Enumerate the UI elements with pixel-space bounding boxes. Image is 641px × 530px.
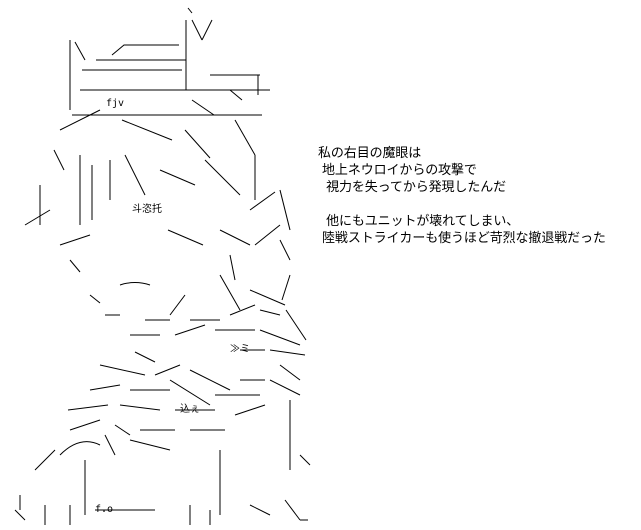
caption-line-5: 他にもユニットが壊れてしまい、 <box>318 214 520 229</box>
art-text-komi: 込ぇ <box>180 403 200 415</box>
ascii-art-figure: fjv 斗恣托 f.o 込ぇ ≫ミ <box>0 0 315 530</box>
caption-line-2: 地上ネウロイからの攻撃で <box>318 163 477 178</box>
art-text-fjv: fjv <box>106 98 124 109</box>
caption-spacer <box>318 196 640 213</box>
ascii-art-svg: fjv 斗恣托 f.o 込ぇ ≫ミ <box>14 7 311 525</box>
art-text-mark: ≫ミ <box>230 344 250 355</box>
caption-line-6: 陸戦ストライカーも使うほど苛烈な撤退戦だった <box>318 231 606 246</box>
art-text-fo: f.o <box>95 504 113 515</box>
caption-line-1: 私の右目の魔眼は <box>318 146 422 161</box>
art-text-kanji: 斗恣托 <box>132 202 162 215</box>
ascii-art-strokes <box>14 7 311 525</box>
ascii-art-glyphs: fjv 斗恣托 f.o 込ぇ ≫ミ <box>95 98 250 515</box>
caption-line-3: 視力を失ってから発現したんだ <box>318 180 507 195</box>
caption-block: 私の右目の魔眼は 地上ネウロイからの攻撃で 視力を失ってから発現したんだ 他にも… <box>318 145 640 247</box>
